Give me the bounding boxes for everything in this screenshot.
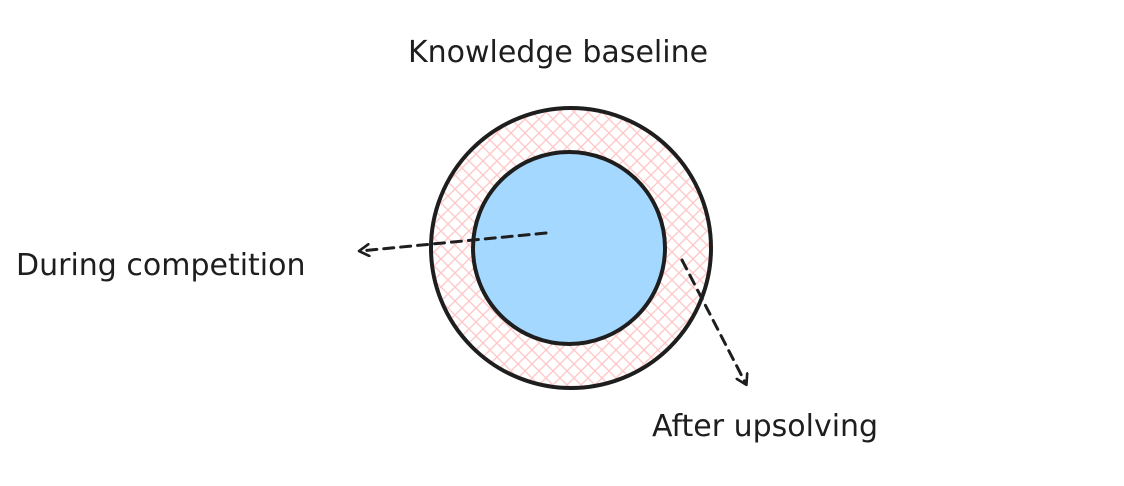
- during-competition-label: During competition: [16, 248, 306, 283]
- after-arrow: [680, 258, 746, 384]
- during-arrow: [360, 231, 548, 251]
- diagram-title: Knowledge baseline: [408, 35, 708, 70]
- inner-circle: [471, 150, 667, 346]
- after-upsolving-label: After upsolving: [652, 409, 878, 444]
